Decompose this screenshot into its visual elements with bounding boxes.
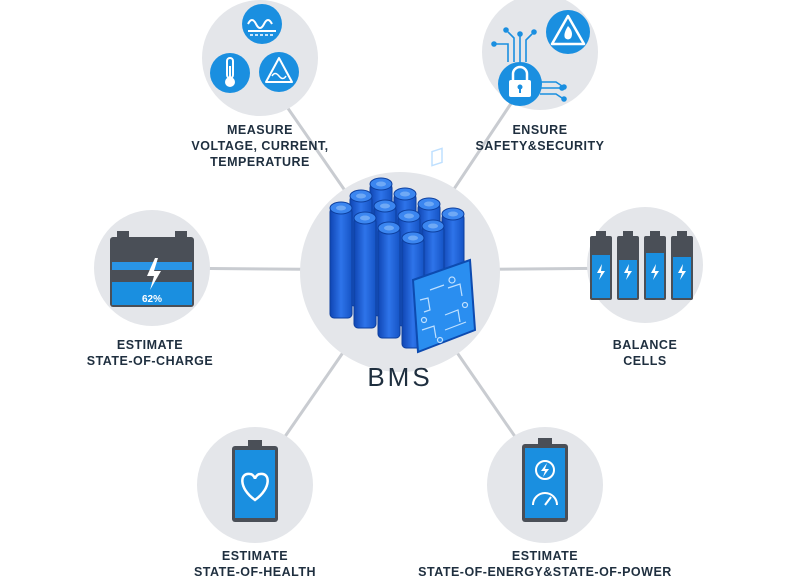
pack-cell bbox=[353, 217, 377, 329]
cell-charge-fill bbox=[619, 260, 637, 298]
sine-wave-icon bbox=[242, 4, 282, 44]
cell-charge-fill bbox=[673, 257, 691, 298]
cell-cap bbox=[677, 231, 687, 236]
label-safety: ENSURE SAFETY&SECURITY bbox=[460, 122, 620, 154]
label-measure: MEASURE VOLTAGE, CURRENT, TEMPERATURE bbox=[180, 122, 340, 170]
cell-bolt-icon bbox=[624, 264, 632, 280]
fire-warning-icon bbox=[546, 10, 590, 54]
label-line: ESTIMATE bbox=[221, 549, 289, 563]
battery-pack-icon bbox=[329, 147, 477, 354]
pack-cell-terminal bbox=[404, 213, 414, 219]
cell-cap bbox=[650, 231, 660, 236]
circuit-board-icon bbox=[411, 147, 477, 354]
circuit-lines-icon bbox=[491, 27, 567, 102]
cell-bolt-icon bbox=[678, 264, 686, 280]
pack-cell-terminal bbox=[424, 201, 434, 207]
label-line: ESTIMATE bbox=[511, 549, 579, 563]
label-line: STATE-OF-HEALTH bbox=[193, 565, 317, 579]
battery-bolt-icon bbox=[110, 231, 194, 307]
label-line: BALANCE bbox=[612, 338, 678, 352]
soc-charge-fill bbox=[112, 282, 192, 305]
label-line: TEMPERATURE bbox=[210, 155, 310, 169]
label-line: ENSURE bbox=[512, 123, 568, 137]
pack-cell-terminal bbox=[428, 223, 438, 229]
warning-triangle-icon bbox=[259, 52, 299, 92]
pack-cell-terminal bbox=[384, 225, 394, 231]
pack-cell-terminal bbox=[408, 235, 418, 241]
label-line: STATE-OF-CHARGE bbox=[86, 354, 214, 368]
label-line: ESTIMATE bbox=[116, 338, 184, 352]
pack-cell-terminal bbox=[360, 215, 370, 221]
soc-charge-text: 62% bbox=[142, 294, 162, 305]
label-line: SAFETY&SECURITY bbox=[475, 139, 605, 153]
cell-bolt-icon bbox=[597, 264, 605, 280]
pack-cell bbox=[329, 207, 353, 319]
thermometer-icon bbox=[210, 53, 250, 93]
pack-cell-terminal bbox=[400, 191, 410, 197]
label-sop: ESTIMATE STATE-OF-ENERGY&STATE-OF-POWER bbox=[405, 548, 685, 580]
battery-gauge-icon bbox=[522, 438, 568, 522]
pack-cell-terminal bbox=[336, 205, 346, 211]
pack-cell-terminal bbox=[376, 181, 386, 187]
label-line: CELLS bbox=[623, 354, 667, 368]
padlock-icon bbox=[498, 62, 542, 106]
battery-heart-icon bbox=[232, 440, 278, 522]
center-label-bms: BMS bbox=[367, 362, 433, 392]
cell-bolt-icon bbox=[651, 264, 659, 280]
pack-cell-terminal bbox=[448, 211, 458, 217]
cell-cap bbox=[623, 231, 633, 236]
label-soc: ESTIMATE STATE-OF-CHARGE bbox=[70, 337, 230, 369]
pack-cell-terminal bbox=[356, 193, 366, 199]
label-line: VOLTAGE, CURRENT, bbox=[191, 139, 329, 153]
label-balance: BALANCE CELLS bbox=[570, 337, 720, 369]
pack-cell bbox=[377, 227, 401, 339]
battery-cells-icon bbox=[590, 231, 693, 300]
label-line: MEASURE bbox=[226, 123, 293, 137]
cell-cap bbox=[596, 231, 606, 236]
label-soh: ESTIMATE STATE-OF-HEALTH bbox=[175, 548, 335, 580]
label-line: STATE-OF-ENERGY&STATE-OF-POWER bbox=[418, 565, 672, 579]
pack-cell-terminal bbox=[380, 203, 390, 209]
